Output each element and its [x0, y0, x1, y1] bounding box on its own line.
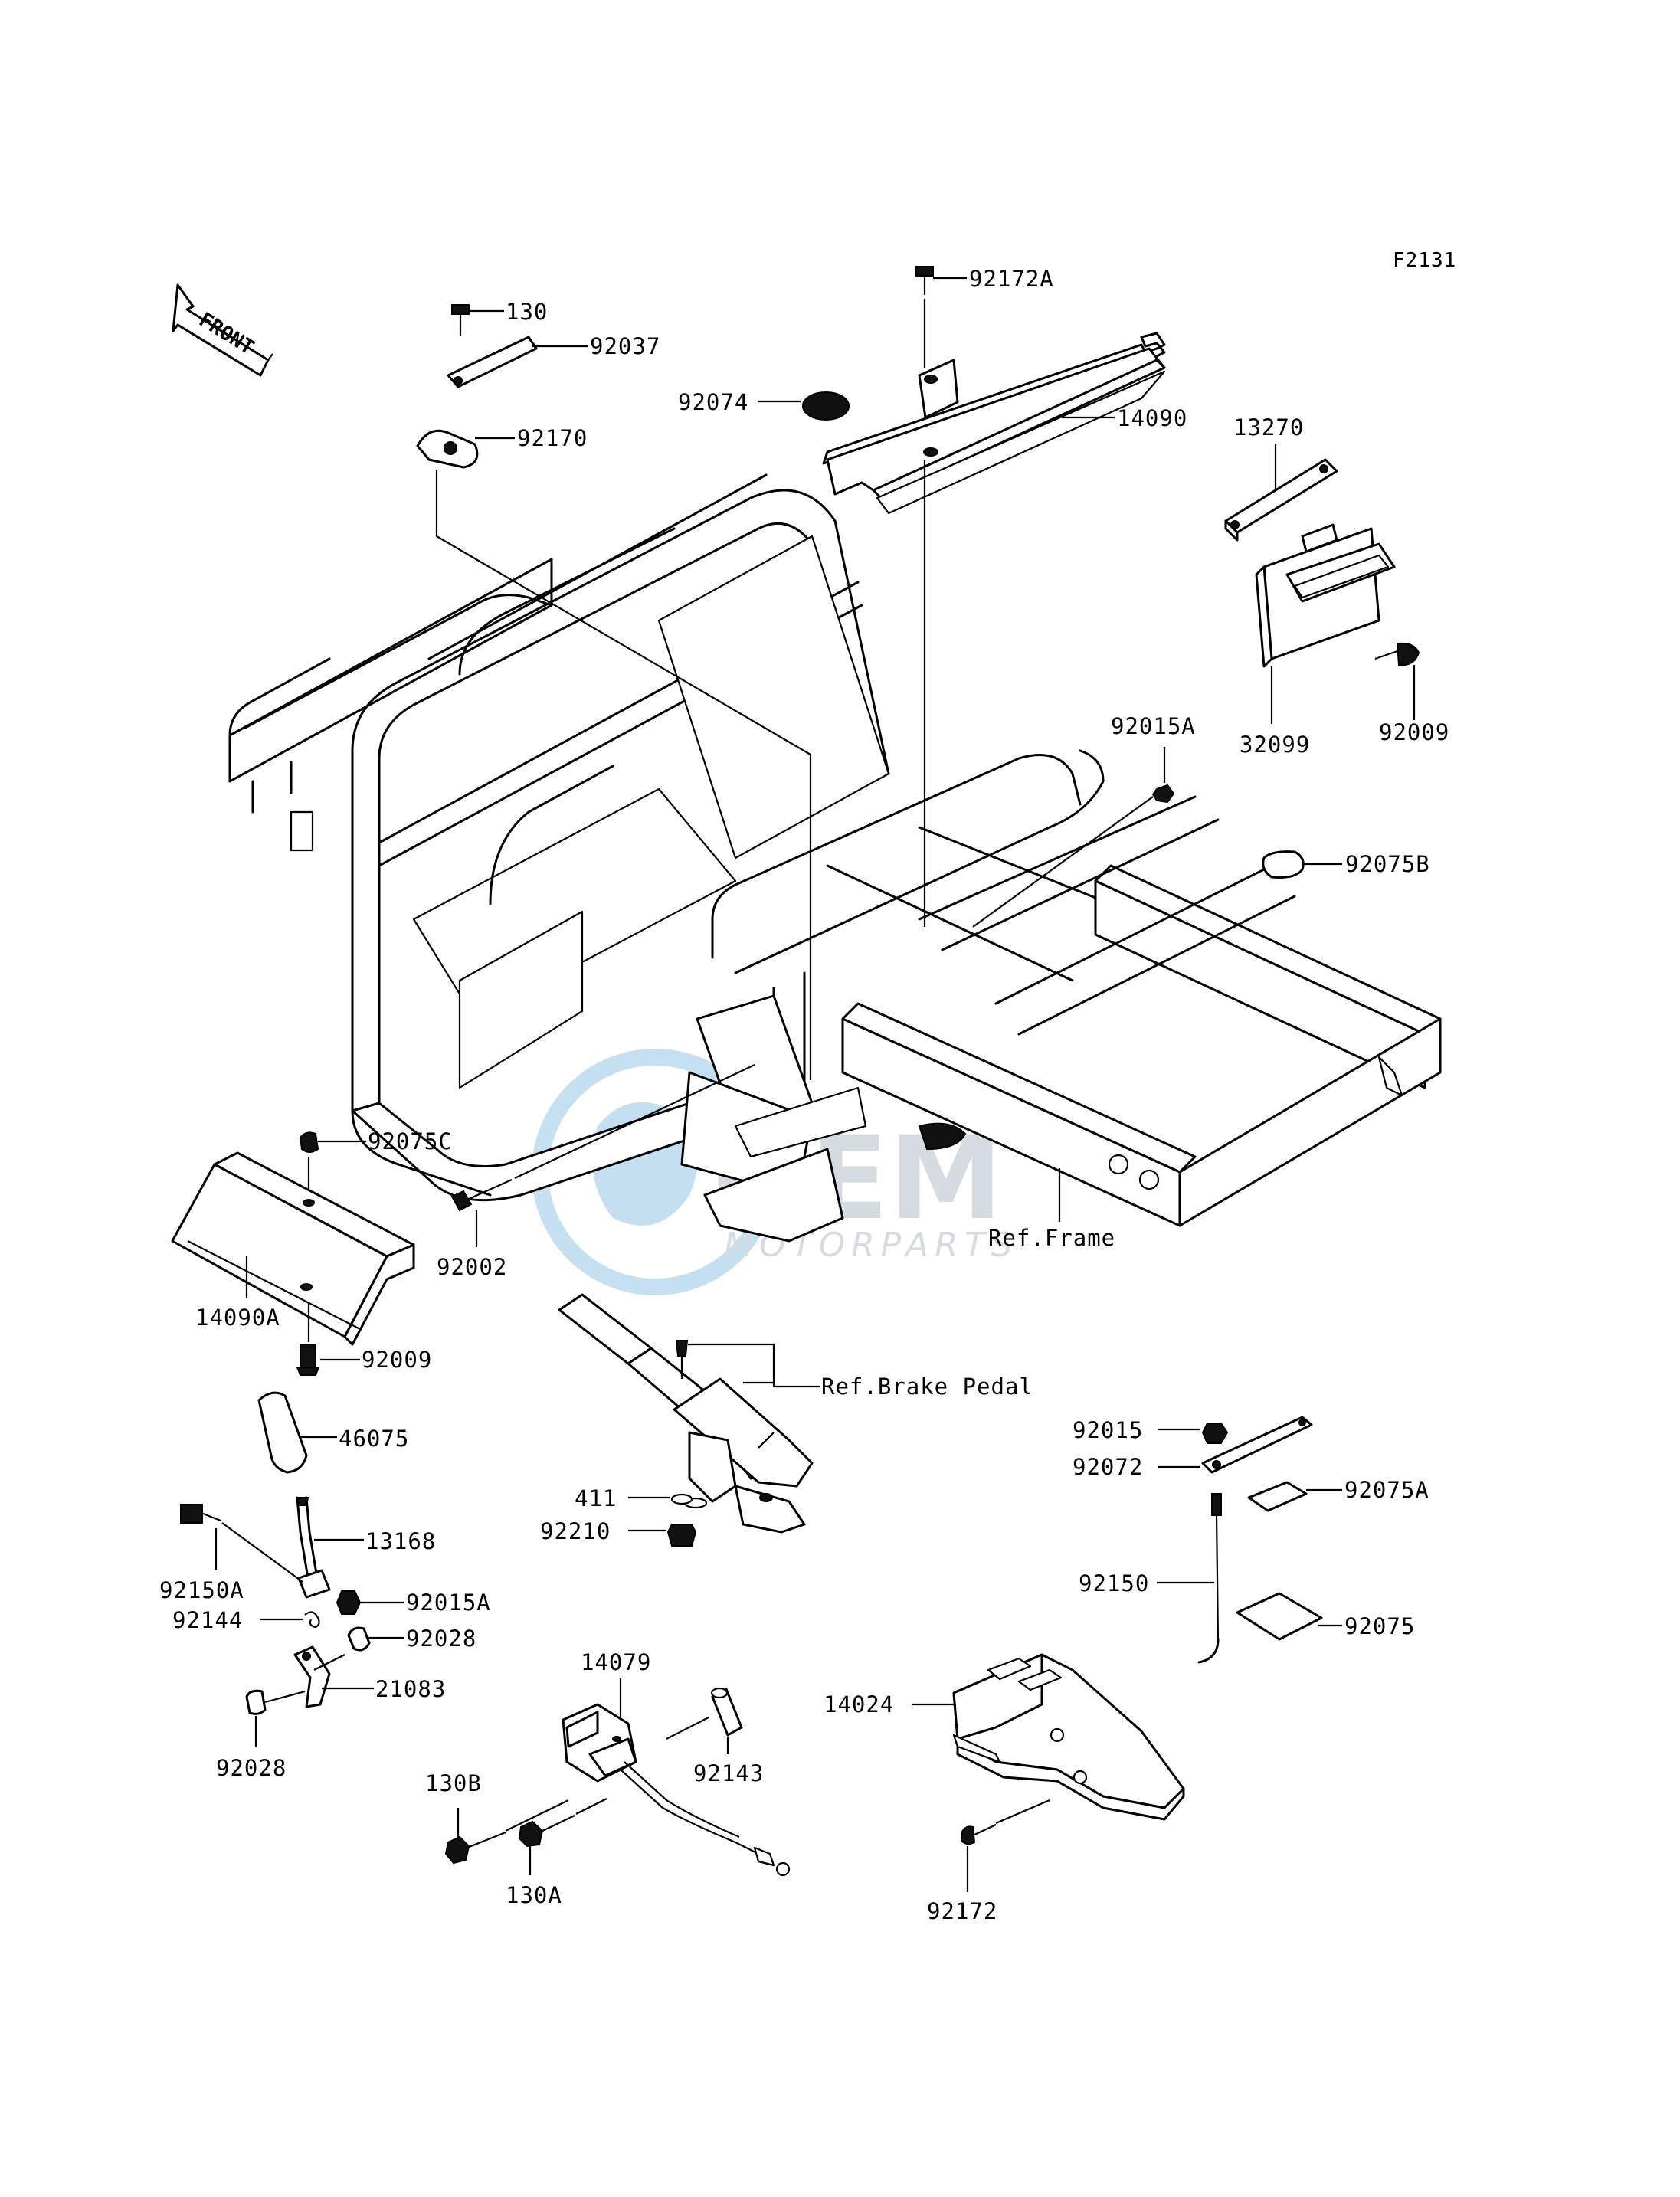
- label-ref-brake-pedal: Ref.Brake Pedal: [821, 1374, 1033, 1400]
- part-92172-bolt: [961, 1824, 997, 1845]
- label-32099: 32099: [1240, 732, 1310, 758]
- label-92072: 92072: [1073, 1454, 1143, 1480]
- label-92015: 92015: [1073, 1417, 1143, 1443]
- label-92143: 92143: [693, 1760, 764, 1786]
- part-92009-bolt-top: [1374, 642, 1420, 666]
- label-14090A: 14090A: [195, 1305, 280, 1331]
- label-92028-left: 92028: [216, 1755, 287, 1781]
- part-13270-bracket: [1224, 458, 1338, 542]
- label-13168: 13168: [365, 1528, 436, 1554]
- part-130-bolt: [451, 304, 470, 336]
- label-ref-frame: Ref.Frame: [988, 1225, 1115, 1251]
- part-13168-lever: [296, 1496, 331, 1599]
- part-92028-collar-left: [245, 1689, 267, 1715]
- part-92150A-bolt: [180, 1504, 221, 1524]
- label-92075: 92075: [1344, 1613, 1415, 1639]
- label-411: 411: [575, 1485, 617, 1511]
- label-92075B: 92075B: [1345, 851, 1430, 877]
- part-14090-cover: [822, 332, 1166, 515]
- label-92015A-lower: 92015A: [406, 1590, 491, 1616]
- part-92075-pad: [1236, 1592, 1323, 1641]
- label-92009-left: 92009: [362, 1347, 432, 1373]
- part-92074-cap: [802, 391, 850, 421]
- label-92037: 92037: [590, 333, 660, 359]
- part-21083-link: [293, 1645, 345, 1708]
- part-14024-cover: [952, 1653, 1185, 1821]
- label-92028-right: 92028: [406, 1626, 476, 1652]
- part-92143-collar: [710, 1687, 743, 1737]
- front-arrow-icon: FRONT: [172, 283, 273, 377]
- label-14090: 14090: [1117, 405, 1187, 431]
- label-92144: 92144: [172, 1607, 243, 1633]
- part-92009-bolt-left: [296, 1344, 320, 1376]
- label-92009-top: 92009: [1379, 719, 1449, 745]
- part-92144-spring: [304, 1611, 320, 1629]
- part-92015-nut: [1201, 1423, 1229, 1444]
- part-14079-cable-bracket: [562, 1703, 791, 1877]
- part-92037-bracket: [447, 336, 538, 388]
- label-13270: 13270: [1233, 414, 1304, 440]
- main-frame: [228, 473, 1442, 1243]
- label-14024: 14024: [824, 1691, 894, 1717]
- part-92075C-cap: [299, 1131, 319, 1153]
- label-92172A: 92172A: [969, 266, 1054, 292]
- label-21083: 21083: [375, 1676, 446, 1702]
- label-92210: 92210: [540, 1518, 611, 1544]
- part-92170-clamp: [416, 429, 479, 469]
- part-92172A-bolt: [915, 266, 934, 295]
- part-92015A-nut-top: [1151, 784, 1175, 804]
- part-92150-bolt: [1197, 1493, 1222, 1664]
- label-92150A: 92150A: [159, 1577, 244, 1603]
- part-32099-box: [1255, 523, 1396, 668]
- part-14090A-plate: [171, 1151, 415, 1346]
- label-92075A: 92075A: [1344, 1477, 1429, 1503]
- part-130B-bolt: [444, 1831, 506, 1865]
- part-92015A-nut-lower: [336, 1590, 362, 1615]
- part-130A-bolt: [518, 1815, 575, 1848]
- part-92210-nut: [666, 1524, 697, 1547]
- label-14079: 14079: [581, 1649, 651, 1675]
- part-92002-bolt: [450, 1178, 513, 1212]
- label-92172: 92172: [927, 1898, 997, 1924]
- label-130A: 130A: [506, 1882, 562, 1908]
- label-130: 130: [506, 299, 548, 325]
- label-92170: 92170: [517, 425, 588, 451]
- part-92075B-cap: [1262, 850, 1305, 879]
- label-130B: 130B: [425, 1770, 482, 1796]
- part-46075-knob: [257, 1391, 308, 1474]
- label-92075C: 92075C: [368, 1128, 453, 1154]
- part-brake-lever: [558, 1293, 814, 1534]
- label-92150: 92150: [1079, 1570, 1149, 1596]
- part-92075A-pad: [1247, 1481, 1308, 1512]
- label-92074: 92074: [678, 389, 748, 415]
- diagram-code: F2131: [1393, 249, 1456, 272]
- label-92002: 92002: [437, 1254, 507, 1280]
- part-411-washer: [670, 1493, 693, 1505]
- part-92028-collar-right: [347, 1626, 371, 1652]
- label-46075: 46075: [339, 1426, 409, 1452]
- label-92015A-top: 92015A: [1111, 713, 1196, 739]
- part-92072-bracket: [1201, 1416, 1313, 1474]
